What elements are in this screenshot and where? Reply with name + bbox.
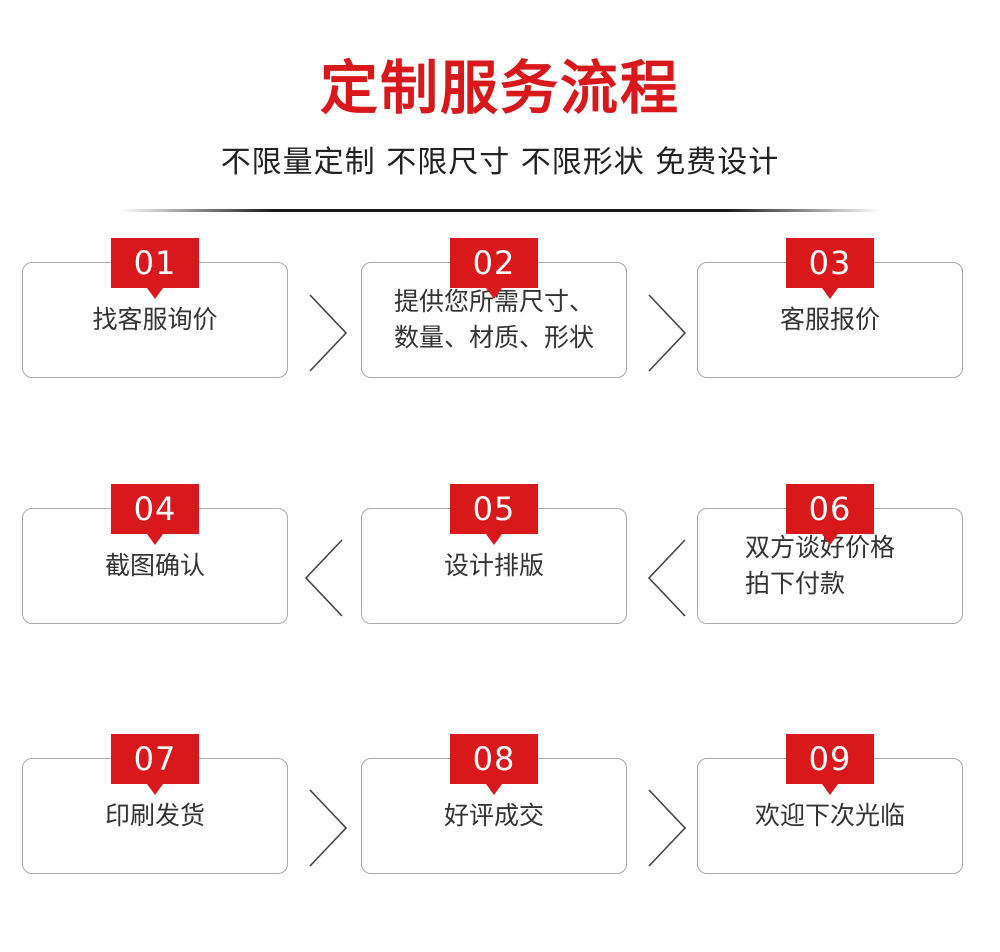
step-label: 截图确认 [104,551,205,580]
header-divider [120,209,880,212]
step-card-06: 06 双方谈好价格 拍下付款 [697,484,963,624]
step-label: 欢迎下次光临 [754,801,905,830]
step-text-wrap: 设计排版 [361,508,627,624]
step-card-07: 07 印刷发货 [22,734,288,874]
step-label: 找客服询价 [92,305,218,334]
step-number-badge: 04 [111,484,199,545]
step-label: 设计排版 [443,551,544,580]
step-text-wrap: 客服报价 [697,262,963,378]
step-number-badge: 07 [111,734,199,795]
chevron-right-icon [645,293,689,373]
step-label: 客服报价 [779,305,880,334]
step-number-badge: 05 [450,484,538,545]
page-title: 定制服务流程 [319,54,680,122]
step-card-08: 08 好评成交 [361,734,627,874]
chevron-left-icon [302,538,346,618]
step-card-02: 02 提供您所需尺寸、 数量、材质、形状 [361,238,627,378]
chevron-right-icon [645,788,689,868]
step-number-badge: 06 [786,484,874,545]
step-card-09: 09 欢迎下次光临 [697,734,963,874]
step-number-badge: 09 [786,734,874,795]
step-number-badge: 08 [450,734,538,795]
step-text-wrap: 找客服询价 [22,262,288,378]
step-label: 好评成交 [443,801,544,830]
step-label: 印刷发货 [104,801,205,830]
step-text-wrap: 好评成交 [361,758,627,874]
step-card-01: 01 找客服询价 [22,238,288,378]
step-text-wrap: 双方谈好价格 拍下付款 [745,508,955,624]
page-subtitle: 不限量定制 不限尺寸 不限形状 免费设计 [220,145,780,180]
step-number-badge: 03 [786,238,874,299]
step-number-badge: 01 [111,238,199,299]
chevron-right-icon [306,788,350,868]
step-card-04: 04 截图确认 [22,484,288,624]
step-text-wrap: 欢迎下次光临 [697,758,963,874]
step-text-wrap: 印刷发货 [22,758,288,874]
step-number-badge: 02 [450,238,538,299]
chevron-left-icon [645,538,689,618]
chevron-right-icon [306,293,350,373]
step-card-03: 03 客服报价 [697,238,963,378]
step-card-05: 05 设计排版 [361,484,627,624]
step-text-wrap: 截图确认 [22,508,288,624]
step-label: 双方谈好价格 拍下付款 [745,533,896,598]
